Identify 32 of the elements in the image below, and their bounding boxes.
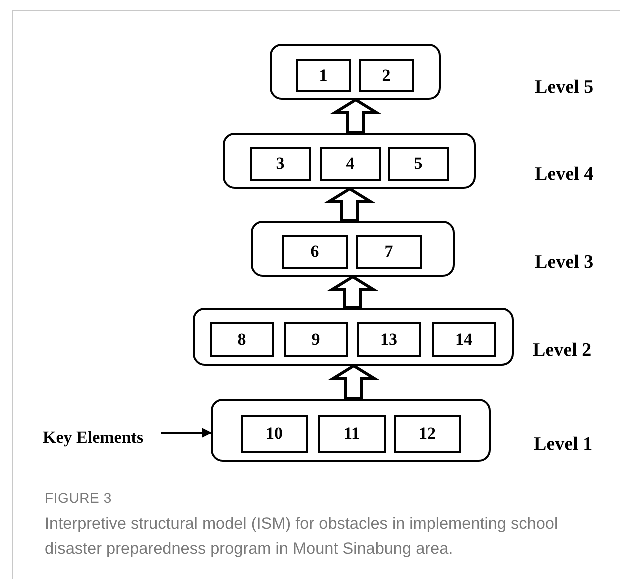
hollow-arrow [330,98,382,134]
element-box: 8 [210,322,274,357]
hollow-arrow [324,187,376,222]
element-box: 4 [320,147,381,181]
element-box: 2 [359,59,414,92]
element-box: 11 [318,415,386,453]
element-box: 1 [296,59,351,92]
arrow [161,428,212,438]
level-container [270,44,441,100]
level-container [211,399,491,462]
level-label: Level 5 [535,77,594,99]
level-container [223,133,476,189]
element-box: 13 [357,322,421,357]
level-label: Level 2 [533,340,592,362]
level-label: Level 4 [535,164,594,186]
element-box: 6 [282,235,348,269]
level-container [193,308,514,366]
level-label: Level 3 [535,252,594,274]
hollow-arrow [326,275,380,310]
level-container [251,221,455,277]
hollow-arrow [328,364,380,400]
element-box: 12 [394,415,461,453]
figure-caption: Interpretive structural model (ISM) for obstacles in implementing school disaster preparedness program in Mount Sinabung area. [45,514,560,560]
element-box: 9 [284,322,348,357]
level-label: Level 1 [534,434,593,456]
element-box: 3 [250,147,311,181]
element-box: 10 [241,415,308,453]
element-box: 7 [356,235,422,269]
figure-number: FIGURE 3 [45,490,112,506]
element-box: 5 [388,147,449,181]
element-box: 14 [432,322,496,357]
key-elements-label: Key Elements [43,424,155,452]
